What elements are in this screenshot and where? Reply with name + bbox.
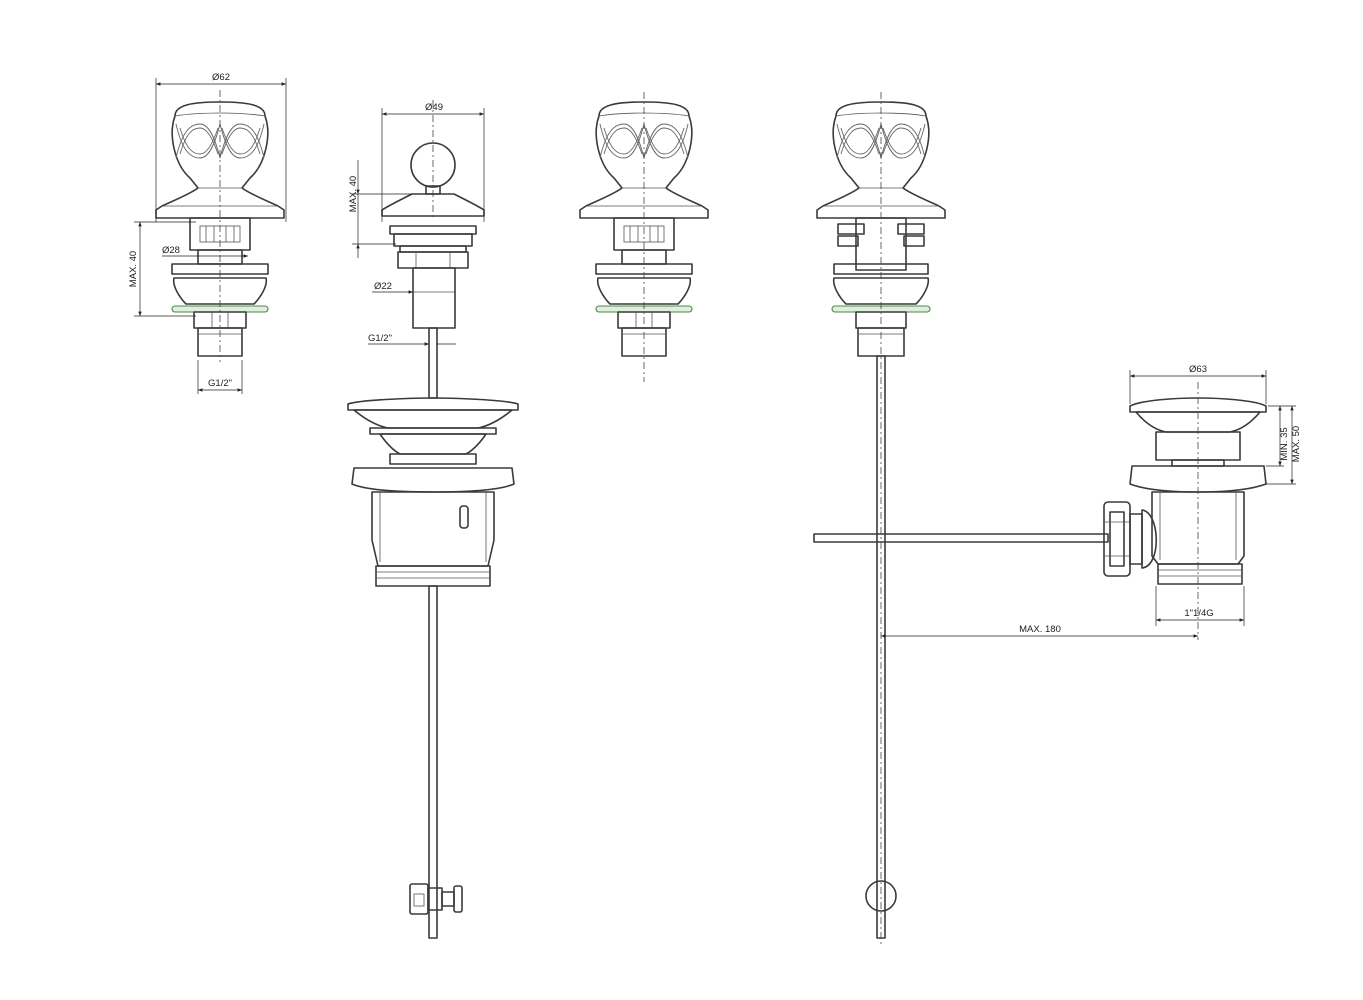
- dim-g12-mid: G1/2": [368, 333, 392, 344]
- dim-d62: Ø62: [212, 72, 230, 83]
- dim-max40-left: MAX. 40: [128, 251, 139, 287]
- dim-d63: Ø63: [1189, 364, 1207, 375]
- waste-plug: [347, 397, 519, 411]
- dim-d28: Ø28: [162, 245, 180, 256]
- popup-waste-view: Ø49 MAX. 40 Ø22 G1/2": [347, 100, 519, 939]
- dim-max50: MAX. 50: [1291, 426, 1302, 462]
- horizontal-lever: [813, 533, 1109, 543]
- left-valve-view: Ø62 Ø28 MAX. 40 G1/2": [128, 72, 287, 394]
- dim-d49: Ø49: [425, 102, 443, 113]
- dim-g12-left: G1/2": [208, 378, 232, 389]
- ball-knob: [410, 142, 456, 188]
- dim-min35: MIN. 35: [1279, 427, 1290, 460]
- dim-d22: Ø22: [374, 281, 392, 292]
- popup-rod: [428, 585, 438, 939]
- right-valve-view: [579, 92, 709, 382]
- rod-ball: [865, 880, 897, 912]
- dim-thread: 1"1/4G: [1184, 608, 1213, 619]
- side-waste-view: Ø63 MIN. 35 MAX. 50 1"1/4G MAX. 180: [813, 92, 1302, 944]
- dim-max180: MAX. 180: [1019, 624, 1061, 635]
- side-waste-plug: [1129, 397, 1267, 413]
- rod-clip: [409, 883, 429, 915]
- dim-max40-mid: MAX. 40: [348, 176, 359, 212]
